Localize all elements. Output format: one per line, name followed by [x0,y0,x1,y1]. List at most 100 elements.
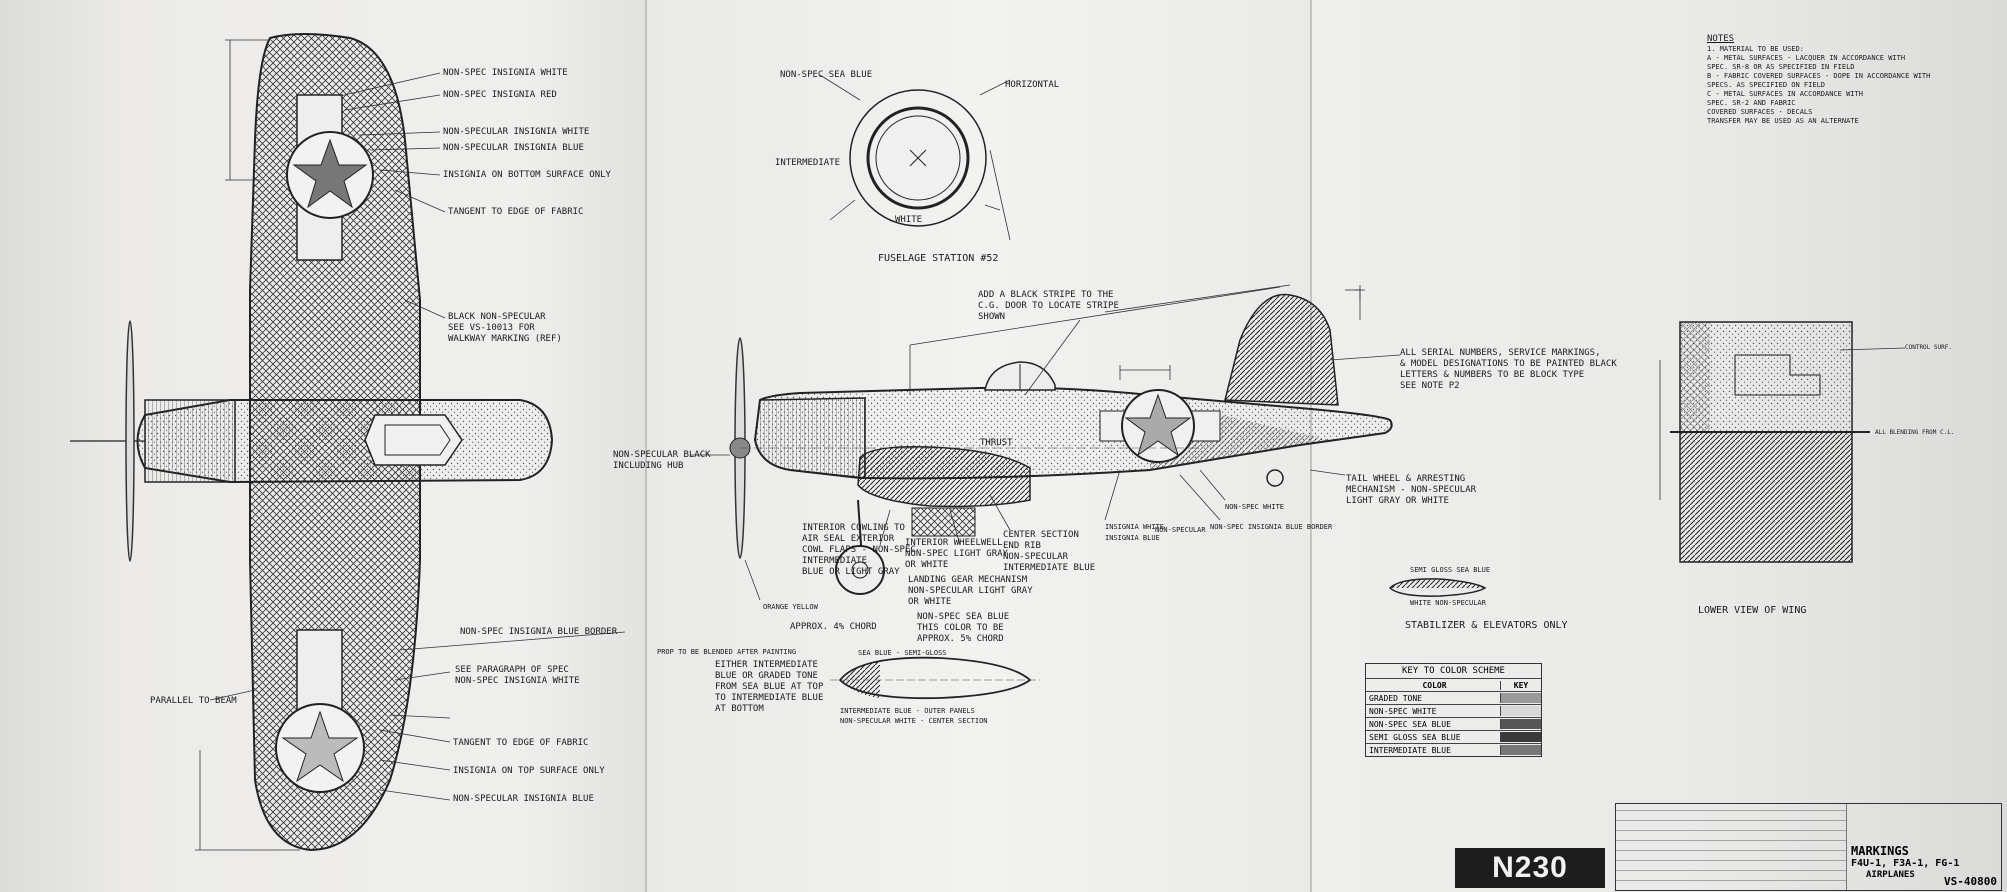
wing-section-label: INTERMEDIATE BLUE - OUTER PANELS [840,707,975,715]
color-key-row: GRADED TONE [1366,691,1541,704]
section-label: NON-SPEC SEA BLUE [780,70,873,80]
notes-line: C - METAL SURFACES IN ACCORDANCE WITH [1707,90,1863,98]
side-label: AIR SEAL EXTERIOR [802,534,895,544]
notes-line: SPEC. SR-8 OR AS SPECIFIED IN FIELD [1707,63,1855,71]
title-block-models: F4U-1, F3A-1, FG-1 [1851,858,1960,869]
top-view-label: WALKWAY MARKING (REF) [448,334,562,344]
side-label: ALL SERIAL NUMBERS, SERVICE MARKINGS, [1400,348,1601,358]
title-block-subtitle: AIRPLANES [1866,870,1915,880]
wing-section-label: BLUE OR GRADED TONE [715,671,818,681]
side-label: NON-SPECULAR LIGHT GRAY [908,586,1033,596]
lower-view-label: CONTROL SURF. [1905,344,1952,351]
panel-seam [1310,0,1312,892]
side-label: LANDING GEAR MECHANISM [908,575,1028,585]
color-key-swatch [1500,693,1541,703]
side-label: OR WHITE [905,560,949,570]
side-label: INSIGNIA WHITE [1105,523,1165,531]
title-block-grid [1616,804,1847,890]
panel-seam [645,0,647,892]
top-view-leaders [195,39,626,851]
side-label: C.G. DOOR TO LOCATE STRIPE [978,301,1119,311]
color-key-col-key: KEY [1500,680,1541,690]
wing-section-label: NON-SPEC SEA BLUE [917,612,1010,622]
sheet-number: N230 [1455,848,1605,888]
side-label: INTERIOR WHEELWELL [905,538,1003,548]
side-label: NON-SPEC INSIGNIA BLUE BORDER [1210,523,1333,531]
side-view-aircraft [729,293,1393,595]
wing-section-label: FROM SEA BLUE AT TOP [715,682,824,692]
side-label: COWL FLAPS - NON-SPEC [802,545,916,555]
top-view-label: NON-SPECULAR INSIGNIA BLUE [443,143,584,153]
color-key-name: NON-SPEC WHITE [1369,706,1437,716]
side-label: SHOWN [978,312,1006,322]
side-label: INTERMEDIATE [802,556,868,566]
top-view-label: SEE VS-10013 FOR [448,323,535,333]
color-key-swatch [1500,706,1541,716]
side-label: NON-SPECULAR [1003,552,1069,562]
top-view-label: INSIGNIA ON BOTTOM SURFACE ONLY [443,170,611,180]
notes-line: TRANSFER MAY BE USED AS AN ALTERNATE [1707,117,1859,125]
side-label: CENTER SECTION [1003,530,1079,540]
side-label: INTERMEDIATE BLUE [1003,563,1096,573]
lower-view-label: ALL BLENDING FROM C.L. [1875,429,1955,436]
wing-section-label: NON-SPECULAR WHITE - CENTER SECTION [840,717,988,725]
notes-line: A - METAL SURFACES - LACQUER IN ACCORDAN… [1707,54,1906,62]
notes-heading: NOTES [1707,34,1735,44]
notes-line: SPEC. SR-2 AND FABRIC [1707,99,1796,107]
wing-section-label: PROP TO BE BLENDED AFTER PAINTING [657,648,797,656]
color-key-swatch [1500,719,1541,729]
color-key-name: NON-SPEC SEA BLUE [1369,719,1451,729]
side-label: OR WHITE [908,597,952,607]
wing-section-label: APPROX. 5% CHORD [917,634,1004,644]
stabilizer-label: SEMI GLOSS SEA BLUE [1410,566,1491,574]
side-label: LETTERS & NUMBERS TO BE BLOCK TYPE [1400,370,1585,380]
top-view-label: TANGENT TO EDGE OF FABRIC [448,207,584,217]
top-view-label: SEE PARAGRAPH OF SPEC [455,665,569,675]
side-label: THRUST [980,438,1013,448]
color-key-name: GRADED TONE [1369,693,1422,703]
stabilizer-label: WHITE NON-SPECULAR [1410,599,1486,607]
lower-view-wing [1659,321,1906,563]
top-view-label: INSIGNIA ON TOP SURFACE ONLY [453,766,605,776]
stabilizer-airfoil-section [1388,578,1487,597]
side-label: ADD A BLACK STRIPE TO THE [978,290,1114,300]
notes-line: COVERED SURFACES - DECALS [1707,108,1813,116]
color-key-name: INTERMEDIATE BLUE [1369,745,1451,755]
notes-line: B - FABRIC COVERED SURFACES - DOPE IN AC… [1707,72,1931,80]
color-key-row: NON-SPEC WHITE [1366,704,1541,717]
wing-section-label: TO INTERMEDIATE BLUE [715,693,824,703]
notes-line: SPECS. AS SPECIFIED ON FIELD [1707,81,1826,89]
side-label: SEE NOTE P2 [1400,381,1460,391]
top-view-label: NON-SPECULAR INSIGNIA BLUE [453,794,594,804]
lower-view-caption: LOWER VIEW OF WING [1698,605,1807,616]
color-key-row: NON-SPEC SEA BLUE [1366,717,1541,730]
side-label: LIGHT GRAY OR WHITE [1346,496,1449,506]
section-label: WHITE [895,215,923,225]
side-view-leaders [690,284,1401,601]
section-label: HORIZONTAL [1005,80,1060,90]
side-label: NON-SPEC LIGHT GRAY [905,549,1008,559]
wing-section-label: AT BOTTOM [715,704,764,714]
top-view-label: NON-SPEC INSIGNIA BLUE BORDER [460,627,618,637]
wing-airfoil-section [830,656,1040,700]
side-label: TAIL WHEEL & ARRESTING [1346,474,1466,484]
side-label: INSIGNIA BLUE [1105,534,1160,542]
top-view-label: NON-SPEC INSIGNIA WHITE [443,68,568,78]
title-block-title: MARKINGS [1851,844,1909,858]
top-view-label: NON-SPECULAR INSIGNIA WHITE [443,127,590,137]
side-label: & MODEL DESIGNATIONS TO BE PAINTED BLACK [1400,359,1617,369]
side-label: END RIB [1003,541,1041,551]
top-view-fuselage [70,320,554,562]
side-label: INTERIOR COWLING TO [802,523,905,533]
color-key-table: KEY TO COLOR SCHEME COLOR KEY GRADED TON… [1365,663,1542,757]
color-key-swatch [1500,745,1541,755]
top-view-label: BLACK NON-SPECULAR [448,312,546,322]
side-label: NON-SPECULAR BLACK [613,450,711,460]
title-block: MARKINGS F4U-1, F3A-1, FG-1 AIRPLANES VS… [1615,803,2002,891]
color-key-name: SEMI GLOSS SEA BLUE [1369,732,1461,742]
color-key-title: KEY TO COLOR SCHEME [1402,666,1505,676]
drawing-number: VS-40800 [1944,875,1997,888]
section-label: INTERMEDIATE [775,158,841,168]
side-label: ORANGE YELLOW [763,603,818,611]
